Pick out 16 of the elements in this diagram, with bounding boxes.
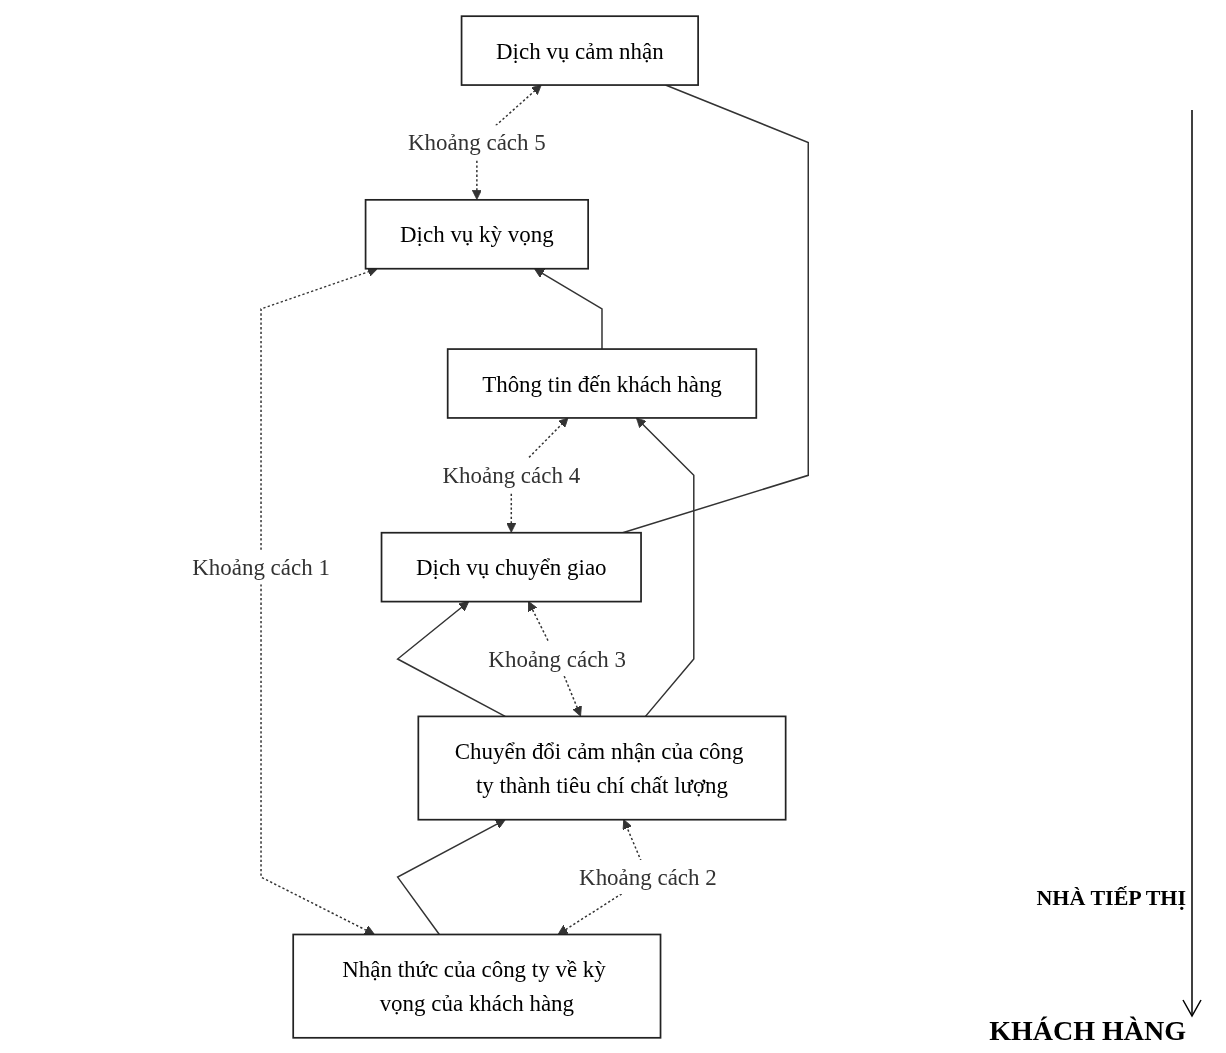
edge-label: Khoảng cách 1 xyxy=(191,554,330,580)
edge-label: Khoảng cách 2 xyxy=(578,863,717,890)
edge-label: Khoảng cách 3 xyxy=(488,645,626,672)
edge-label: Khoảng cách 5 xyxy=(407,129,546,155)
zone-label: KHÁCH HÀNG xyxy=(989,1015,1186,1047)
node-box: Nhận thức của công ty về kỳ vọng của khách hàng xyxy=(292,933,662,1039)
arrow xyxy=(635,417,695,717)
zone-label: NHÀ TIẾP THỊ xyxy=(1036,885,1186,911)
arrow xyxy=(533,267,603,350)
node-box: Dịch vụ chuyển giao xyxy=(380,531,642,602)
node-box: Chuyển đổi cảm nhận của công ty thành tiêu chí chất lượng xyxy=(417,715,787,821)
node-box: Thông tin đến khách hàng xyxy=(446,347,757,419)
arrow xyxy=(396,818,506,935)
node-box: Dịch vụ kỳ vọng xyxy=(364,198,589,270)
edge-label: Khoảng cách 4 xyxy=(442,462,580,488)
node-box: Dịch vụ cảm nhận xyxy=(460,14,699,86)
